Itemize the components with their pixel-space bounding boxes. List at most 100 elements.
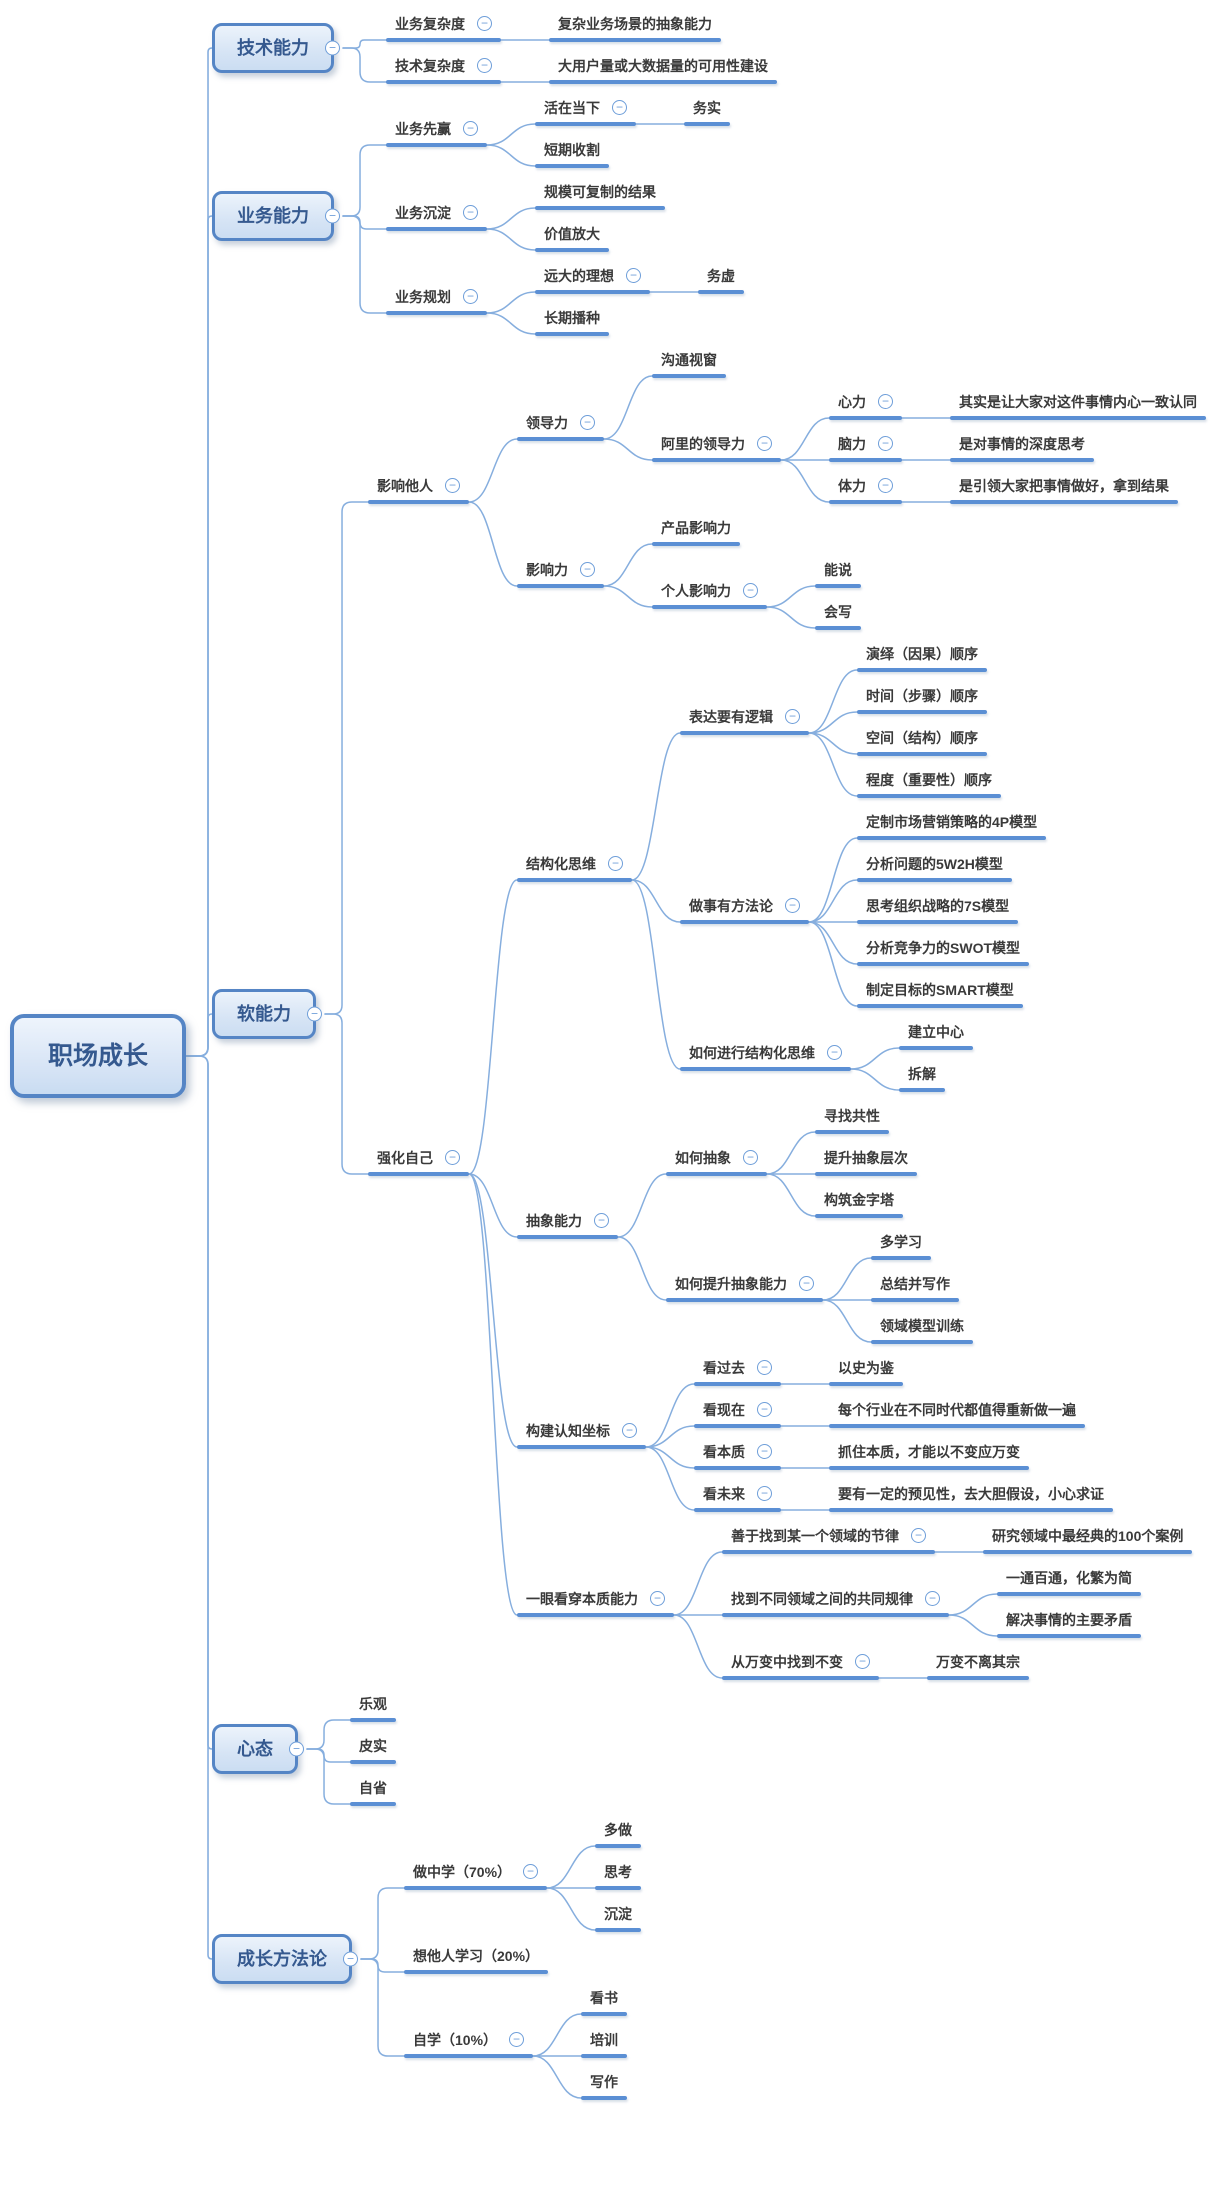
leaf-topic[interactable]: 其实是让大家对这件事情内心一致认同 [950,390,1207,420]
collapse-icon[interactable]: − [580,414,596,430]
leaf-topic[interactable]: 制定目标的SMART模型 [857,978,1023,1008]
collapse-icon[interactable]: − [463,288,479,304]
branch-topic[interactable]: 从万变中找到不变− [722,1650,880,1680]
leaf-topic[interactable]: 解决事情的主要矛盾 [997,1608,1142,1638]
branch-topic[interactable]: 领导力− [517,411,605,441]
leaf-topic[interactable]: 短期收割 [535,138,610,168]
leaf-topic[interactable]: 多学习 [871,1230,932,1260]
leaf-topic[interactable]: 要有一定的预见性，去大胆假设，小心求证 [829,1482,1114,1512]
main-topic[interactable]: 心态− [212,1724,305,1774]
leaf-topic[interactable]: 建立中心 [899,1020,974,1050]
leaf-topic[interactable]: 构筑金字塔 [815,1188,904,1218]
leaf-topic[interactable]: 每个行业在不同时代都值得重新做一遍 [829,1398,1086,1428]
collapse-icon[interactable]: − [626,267,642,283]
collapse-icon[interactable]: − [911,1527,927,1543]
collapse-icon[interactable]: − [307,1006,323,1022]
leaf-topic[interactable]: 领域模型训练 [871,1314,974,1344]
leaf-topic[interactable]: 写作 [581,2070,628,2100]
collapse-icon[interactable]: − [757,1443,773,1459]
leaf-topic[interactable]: 空间（结构）顺序 [857,726,988,756]
branch-topic[interactable]: 业务复杂度− [386,12,502,42]
branch-topic[interactable]: 找到不同领域之间的共同规律− [722,1587,950,1617]
leaf-topic[interactable]: 演绎（因果）顺序 [857,642,988,672]
leaf-topic[interactable]: 会写 [815,600,862,630]
leaf-topic[interactable]: 是引领大家把事情做好，拿到结果 [950,474,1179,504]
leaf-topic[interactable]: 长期播种 [535,306,610,336]
leaf-topic[interactable]: 是对事情的深度思考 [950,432,1095,462]
leaf-topic[interactable]: 自省 [350,1776,397,1806]
leaf-topic[interactable]: 务实 [684,96,731,126]
collapse-icon[interactable]: − [325,40,341,56]
branch-topic[interactable]: 影响力− [517,558,605,588]
branch-topic[interactable]: 结构化思维− [517,852,633,882]
branch-topic[interactable]: 看现在− [694,1398,782,1428]
branch-topic[interactable]: 如何进行结构化思维− [680,1041,852,1071]
branch-topic[interactable]: 如何抽象− [666,1146,768,1176]
branch-topic[interactable]: 如何提升抽象能力− [666,1272,824,1302]
leaf-topic[interactable]: 规模可复制的结果 [535,180,666,210]
branch-topic[interactable]: 构建认知坐标− [517,1419,647,1449]
collapse-icon[interactable]: − [878,435,894,451]
branch-topic[interactable]: 影响他人− [368,474,470,504]
leaf-topic[interactable]: 分析问题的5W2H模型 [857,852,1012,882]
leaf-topic[interactable]: 多做 [595,1818,642,1848]
leaf-topic[interactable]: 定制市场营销策略的4P模型 [857,810,1047,840]
collapse-icon[interactable]: − [445,1149,461,1165]
leaf-topic[interactable]: 产品影响力 [652,516,741,546]
collapse-icon[interactable]: − [757,1485,773,1501]
leaf-topic[interactable]: 万变不离其宗 [927,1650,1030,1680]
collapse-icon[interactable]: − [463,204,479,220]
branch-topic[interactable]: 体力− [829,474,903,504]
leaf-topic[interactable]: 程度（重要性）顺序 [857,768,1002,798]
leaf-topic[interactable]: 能说 [815,558,862,588]
leaf-topic[interactable]: 大用户量或大数据量的可用性建设 [549,54,778,84]
leaf-topic[interactable]: 思考组织战略的7S模型 [857,894,1019,924]
leaf-topic[interactable]: 沉淀 [595,1902,642,1932]
collapse-icon[interactable]: − [580,561,596,577]
leaf-topic[interactable]: 拆解 [899,1062,946,1092]
leaf-topic[interactable]: 思考 [595,1860,642,1890]
main-topic[interactable]: 业务能力− [212,191,341,241]
branch-topic[interactable]: 脑力− [829,432,903,462]
leaf-topic[interactable]: 皮实 [350,1734,397,1764]
leaf-topic[interactable]: 想他人学习（20%） [404,1944,549,1974]
collapse-icon[interactable]: − [827,1044,843,1060]
collapse-icon[interactable]: − [523,1863,539,1879]
leaf-topic[interactable]: 以史为鉴 [829,1356,904,1386]
collapse-icon[interactable]: − [757,435,773,451]
branch-topic[interactable]: 看本质− [694,1440,782,1470]
leaf-topic[interactable]: 寻找共性 [815,1104,890,1134]
branch-topic[interactable]: 心力− [829,390,903,420]
collapse-icon[interactable]: − [650,1590,666,1606]
collapse-icon[interactable]: − [477,15,493,31]
collapse-icon[interactable]: − [608,855,624,871]
branch-topic[interactable]: 强化自己− [368,1146,470,1176]
collapse-icon[interactable]: − [785,897,801,913]
collapse-icon[interactable]: − [594,1212,610,1228]
branch-topic[interactable]: 一眼看穿本质能力− [517,1587,675,1617]
collapse-icon[interactable]: − [622,1422,638,1438]
leaf-topic[interactable]: 分析竞争力的SWOT模型 [857,936,1030,966]
leaf-topic[interactable]: 提升抽象层次 [815,1146,918,1176]
branch-topic[interactable]: 看过去− [694,1356,782,1386]
leaf-topic[interactable]: 沟通视窗 [652,348,727,378]
collapse-icon[interactable]: − [878,393,894,409]
collapse-icon[interactable]: − [743,582,759,598]
root-topic[interactable]: 职场成长 [10,1014,187,1098]
collapse-icon[interactable]: − [925,1590,941,1606]
collapse-icon[interactable]: − [445,477,461,493]
leaf-topic[interactable]: 乐观 [350,1692,397,1722]
main-topic[interactable]: 成长方法论− [212,1934,359,1984]
branch-topic[interactable]: 远大的理想− [535,264,651,294]
collapse-icon[interactable]: − [743,1149,759,1165]
collapse-icon[interactable]: − [343,1951,359,1967]
collapse-icon[interactable]: − [878,477,894,493]
main-topic[interactable]: 软能力− [212,989,323,1039]
branch-topic[interactable]: 表达要有逻辑− [680,705,810,735]
collapse-icon[interactable]: − [757,1401,773,1417]
branch-topic[interactable]: 抽象能力− [517,1209,619,1239]
branch-topic[interactable]: 看未来− [694,1482,782,1512]
collapse-icon[interactable]: − [477,57,493,73]
leaf-topic[interactable]: 复杂业务场景的抽象能力 [549,12,722,42]
leaf-topic[interactable]: 价值放大 [535,222,610,252]
